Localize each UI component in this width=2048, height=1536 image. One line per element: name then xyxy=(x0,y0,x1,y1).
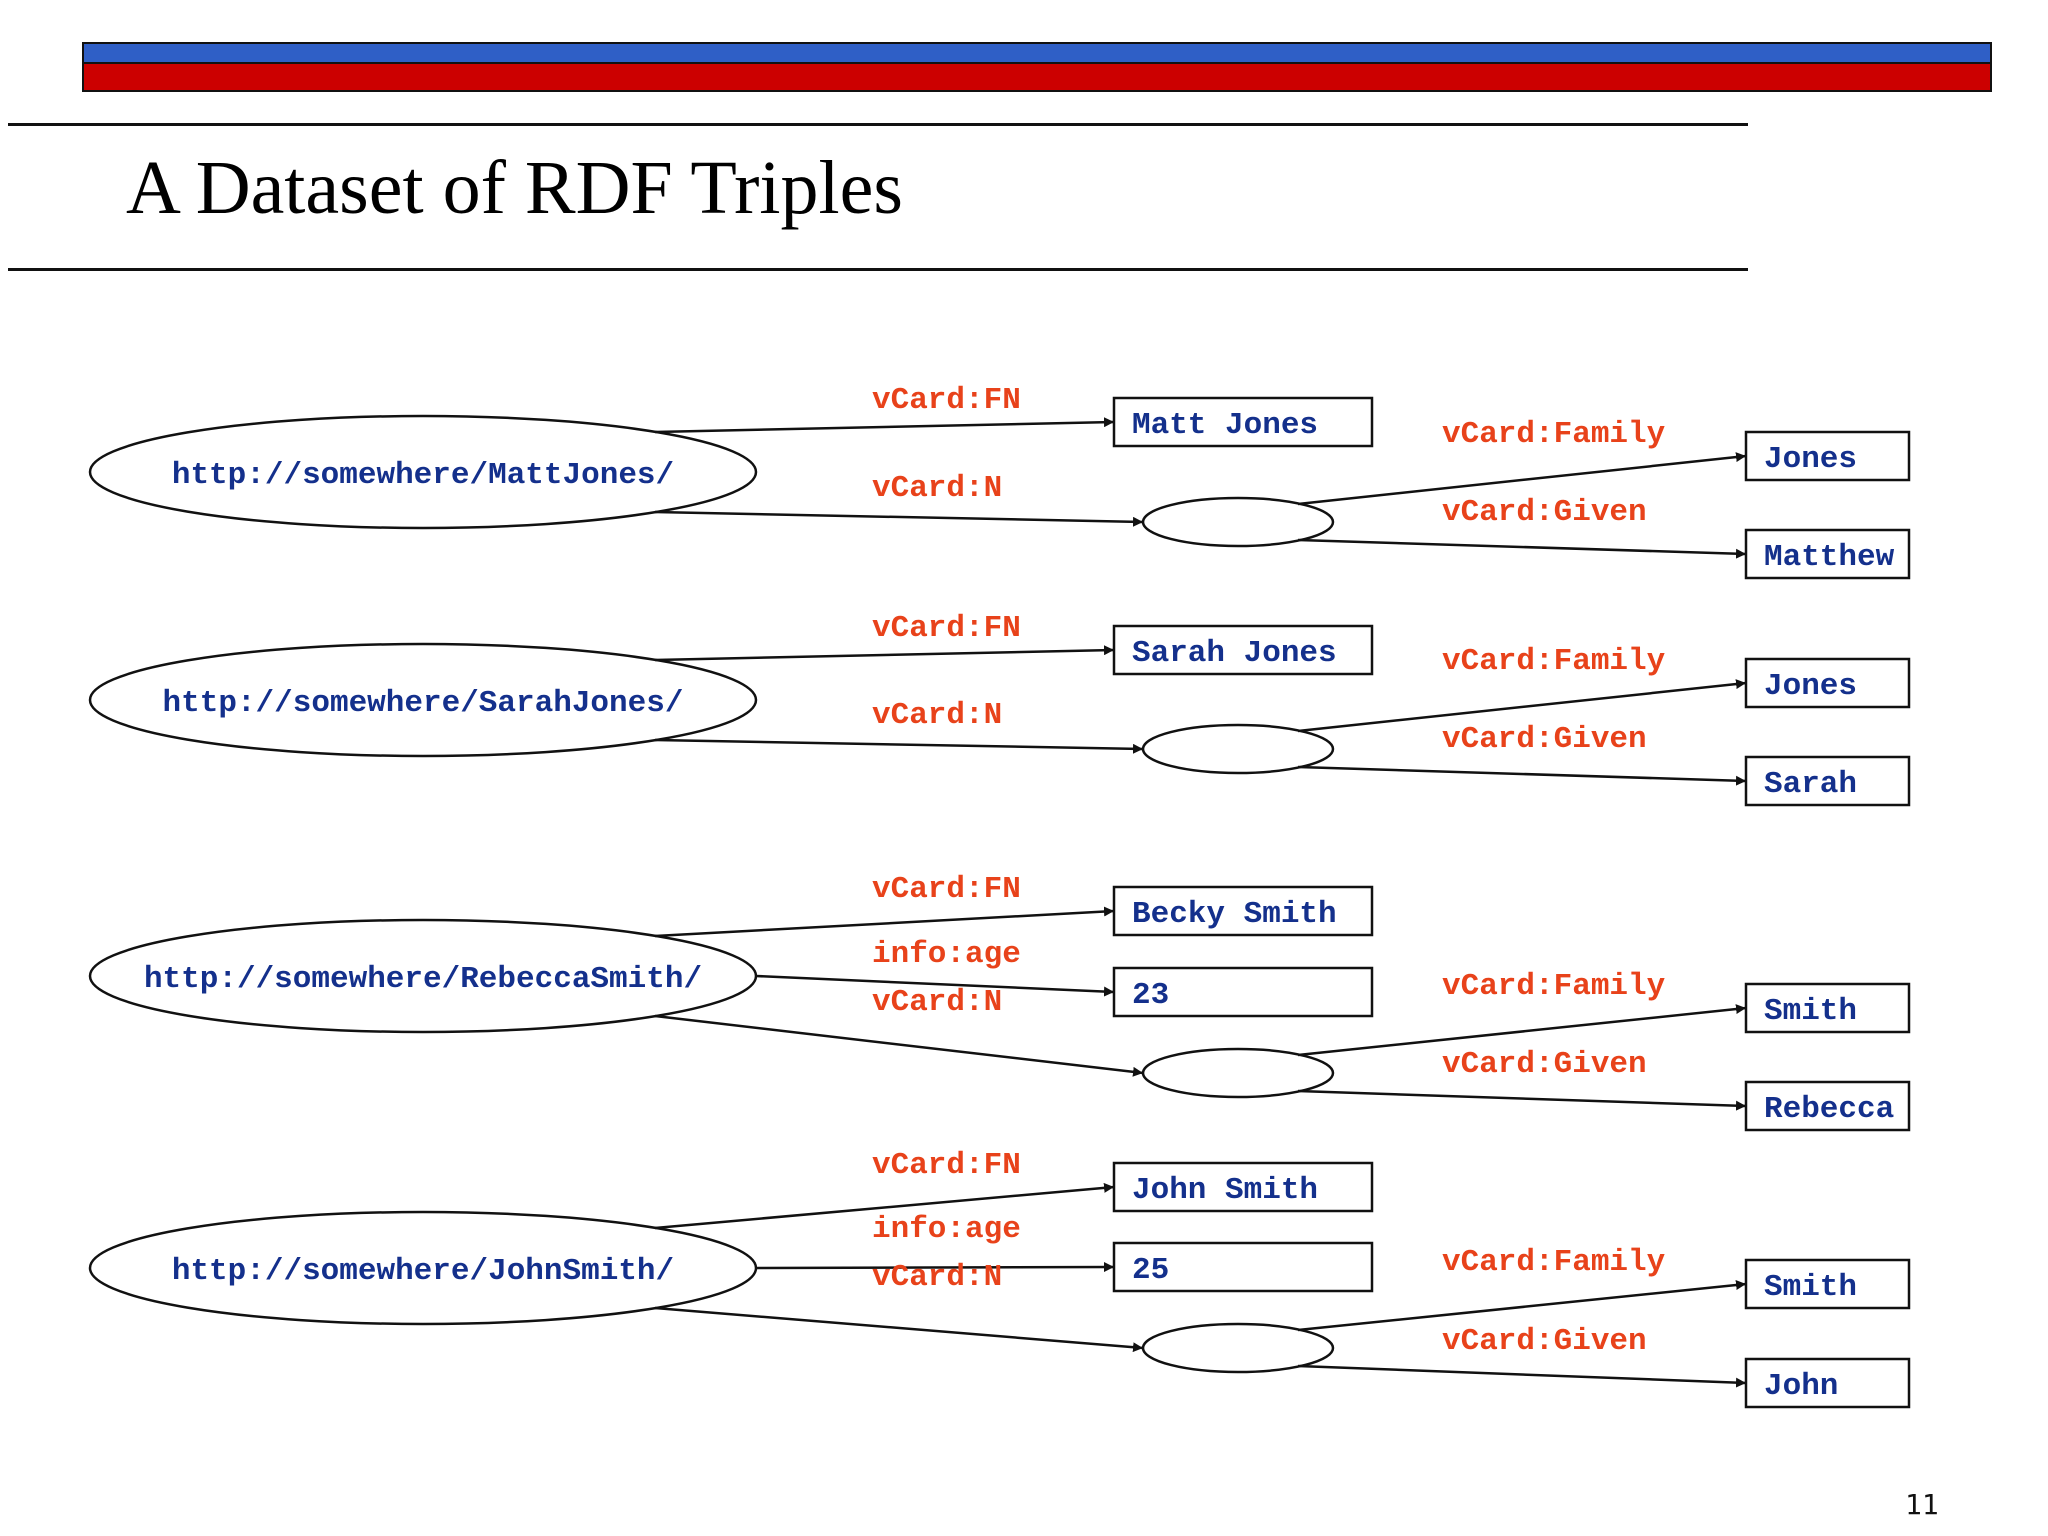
triple-1-family-value-box xyxy=(1744,657,1911,709)
triple-0-given-value-label: Matthew xyxy=(1764,540,1895,575)
triple-3-family-edge xyxy=(1297,1280,1747,1332)
slide-title: A Dataset of RDF Triples xyxy=(126,146,903,230)
page-number: 11 xyxy=(1905,1488,1939,1521)
triple-1-subject-node xyxy=(88,642,758,758)
triple-2-age-edge xyxy=(755,974,1115,997)
triple-3-n-edge xyxy=(654,1306,1144,1353)
triple-1-subject-label: http://somewhere/SarahJones/ xyxy=(163,686,684,721)
triple-3-subject-label: http://somewhere/JohnSmith/ xyxy=(172,1254,674,1289)
triple-2-given-value-box xyxy=(1744,1080,1911,1132)
triple-2-fn-edge xyxy=(654,906,1115,938)
triple-1-given-value-label: Sarah xyxy=(1764,767,1857,802)
triple-3-given-value-box xyxy=(1744,1357,1911,1409)
triple-3-fn-predicate: vCard:FN xyxy=(872,1148,1021,1183)
triple-1-given-predicate: vCard:Given xyxy=(1442,722,1647,757)
triple-0-family-edge xyxy=(1297,452,1747,506)
triple-3-given-edge xyxy=(1297,1364,1747,1388)
triple-1-given-value-box xyxy=(1744,755,1911,807)
triple-3-fn-value-label: John Smith xyxy=(1132,1173,1318,1208)
triple-2-blank-node xyxy=(1141,1047,1335,1099)
triple-1-fn-value-box xyxy=(1112,624,1374,676)
triple-0-subject-node xyxy=(88,414,758,530)
triple-1-family-value-label: Jones xyxy=(1764,669,1857,704)
triple-0-given-edge xyxy=(1297,538,1747,559)
triple-2-family-predicate: vCard:Family xyxy=(1442,969,1666,1004)
title-bottom-rule xyxy=(8,268,1748,271)
triple-1-fn-predicate: vCard:FN xyxy=(872,611,1021,646)
triple-2-fn-value-label: Becky Smith xyxy=(1132,897,1337,932)
triple-2-n-edge xyxy=(654,1014,1144,1077)
triple-0-fn-predicate: vCard:FN xyxy=(872,383,1021,418)
triple-0-fn-value-label: Matt Jones xyxy=(1132,408,1318,443)
triple-2-n-predicate: vCard:N xyxy=(872,985,1002,1020)
triple-2-age-value-box xyxy=(1112,966,1374,1018)
triple-1-n-edge xyxy=(654,738,1144,754)
triple-0-fn-edge xyxy=(654,417,1115,434)
triple-1-fn-value-label: Sarah Jones xyxy=(1132,636,1337,671)
triple-2-given-edge xyxy=(1297,1089,1747,1111)
triple-0-fn-value-box xyxy=(1112,396,1374,448)
triple-3-given-value-label: John xyxy=(1764,1369,1838,1404)
triple-1-given-edge xyxy=(1297,765,1747,786)
triple-1-blank-node xyxy=(1141,723,1335,775)
triple-3-given-predicate: vCard:Given xyxy=(1442,1324,1647,1359)
triple-3-family-predicate: vCard:Family xyxy=(1442,1245,1666,1280)
triple-2-given-value-label: Rebecca xyxy=(1764,1092,1894,1127)
triple-2-subject-label: http://somewhere/RebeccaSmith/ xyxy=(144,962,702,997)
header-red-bar xyxy=(82,64,1992,92)
triple-0-n-predicate: vCard:N xyxy=(872,471,1002,506)
triple-1-n-predicate: vCard:N xyxy=(872,698,1002,733)
triple-1-family-edge xyxy=(1297,679,1747,733)
triple-2-age-predicate: info:age xyxy=(872,937,1021,972)
triple-0-family-value-box xyxy=(1744,430,1911,482)
triple-0-family-value-label: Jones xyxy=(1764,442,1857,477)
triple-2-family-value-box xyxy=(1744,982,1911,1034)
header-blue-bar xyxy=(82,42,1992,64)
triple-2-given-predicate: vCard:Given xyxy=(1442,1047,1647,1082)
triple-2-fn-value-box xyxy=(1112,885,1374,937)
triple-2-age-value-label: 23 xyxy=(1132,978,1169,1013)
triple-3-age-predicate: info:age xyxy=(872,1212,1021,1247)
triple-3-age-value-label: 25 xyxy=(1132,1253,1169,1288)
title-top-rule xyxy=(8,123,1748,126)
triple-1-fn-edge xyxy=(654,645,1115,662)
triple-3-n-predicate: vCard:N xyxy=(872,1260,1002,1295)
triple-2-family-edge xyxy=(1297,1004,1747,1057)
triple-1-family-predicate: vCard:Family xyxy=(1442,644,1666,679)
triple-0-blank-node xyxy=(1141,496,1335,548)
triple-0-given-predicate: vCard:Given xyxy=(1442,495,1647,530)
triple-0-n-edge xyxy=(654,510,1144,527)
triple-2-fn-predicate: vCard:FN xyxy=(872,872,1021,907)
triple-3-age-value-box xyxy=(1112,1241,1374,1293)
triple-2-family-value-label: Smith xyxy=(1764,994,1857,1029)
triple-3-blank-node xyxy=(1141,1322,1335,1374)
triple-3-age-edge xyxy=(755,1262,1115,1273)
triple-3-family-value-label: Smith xyxy=(1764,1270,1857,1305)
triple-3-fn-value-box xyxy=(1112,1161,1374,1213)
triple-3-fn-edge xyxy=(654,1182,1115,1230)
triple-3-family-value-box xyxy=(1744,1258,1911,1310)
triple-0-given-value-box xyxy=(1744,528,1911,580)
triple-0-family-predicate: vCard:Family xyxy=(1442,417,1666,452)
triple-0-subject-label: http://somewhere/MattJones/ xyxy=(172,458,674,493)
